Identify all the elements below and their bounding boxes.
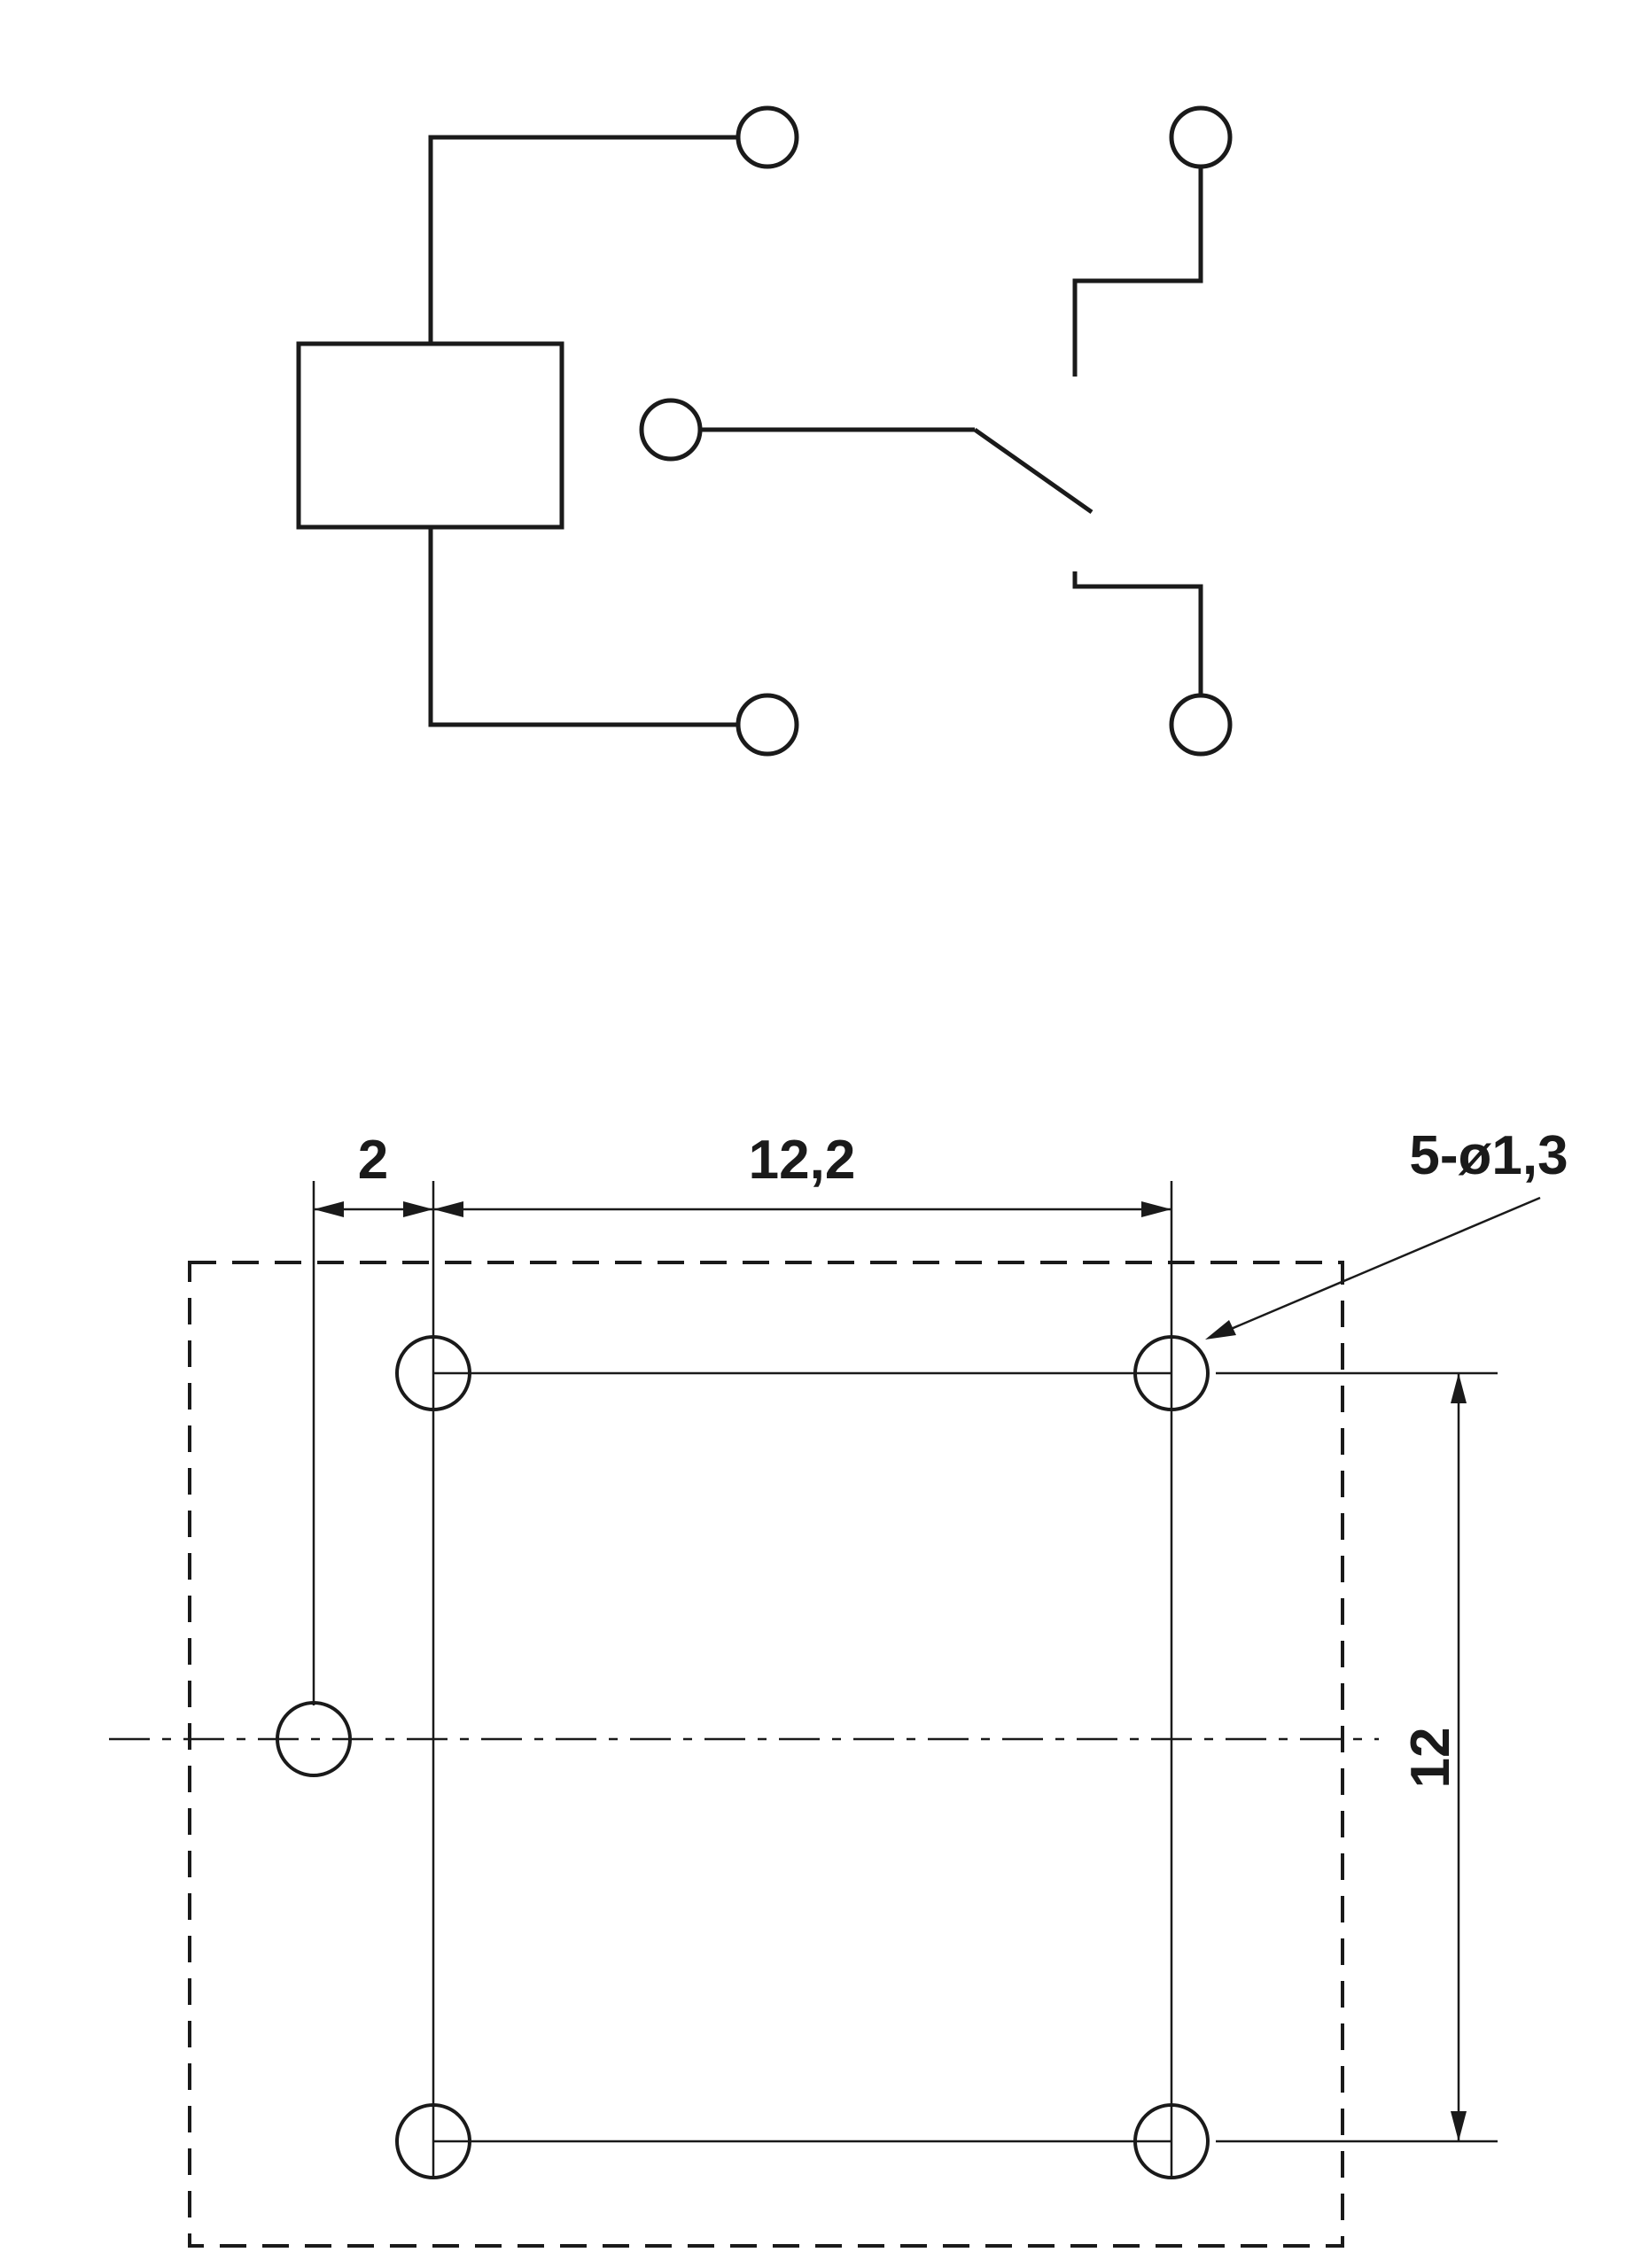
nc-contact-wire bbox=[1072, 167, 1203, 377]
coil-body bbox=[296, 341, 564, 530]
dimension-horizontal-pitch-arrow-right bbox=[1141, 1201, 1171, 1217]
switch-arm bbox=[973, 427, 1094, 515]
dimension-vertical-pitch-arrow-bottom bbox=[1451, 2111, 1467, 2141]
coil-top-wire bbox=[428, 135, 738, 344]
relay-schematic bbox=[296, 105, 1233, 757]
dimension-offset: 2 bbox=[314, 1130, 433, 1217]
hole-middle-left bbox=[276, 1701, 352, 1777]
dimension-offset-label: 2 bbox=[358, 1130, 388, 1191]
hole-callout-leader-line bbox=[1211, 1196, 1541, 1339]
dimension-offset-arrow-left bbox=[314, 1201, 344, 1217]
terminal-no bbox=[1169, 693, 1233, 757]
hole-bottom-left bbox=[395, 2103, 471, 2179]
dimension-horizontal-pitch-label: 12,2 bbox=[749, 1130, 856, 1191]
terminal-nc bbox=[1169, 105, 1233, 169]
terminal-com bbox=[639, 398, 703, 462]
terminal-coil-top bbox=[735, 105, 799, 169]
dimension-horizontal-pitch-arrow-left bbox=[433, 1201, 463, 1217]
hole-callout-leader-arrow bbox=[1205, 1320, 1236, 1340]
dimension-vertical-pitch-arrow-top bbox=[1451, 1373, 1467, 1403]
terminal-coil-bottom bbox=[735, 693, 799, 757]
hole-callout-label: 5-ø1,3 bbox=[1409, 1125, 1568, 1186]
coil-bottom-wire bbox=[428, 527, 738, 727]
no-contact-wire bbox=[1072, 571, 1203, 695]
hole-callout: 5-ø1,3 bbox=[1205, 1125, 1568, 1340]
dimension-horizontal-pitch: 12,2 bbox=[433, 1130, 1171, 1217]
dimension-vertical-pitch-label: 12 bbox=[1400, 1728, 1461, 1789]
dimension-offset-arrow-right bbox=[403, 1201, 433, 1217]
hole-top-right bbox=[1133, 1335, 1210, 1411]
pcb-footprint: 2 12,2 5-ø1,3 12 bbox=[109, 1125, 1568, 2248]
dimension-vertical-pitch: 12 bbox=[1216, 1371, 1498, 2143]
board-outline bbox=[188, 1261, 1344, 2248]
hole-top-left bbox=[395, 1335, 471, 1411]
hole-bottom-right bbox=[1133, 2103, 1210, 2179]
